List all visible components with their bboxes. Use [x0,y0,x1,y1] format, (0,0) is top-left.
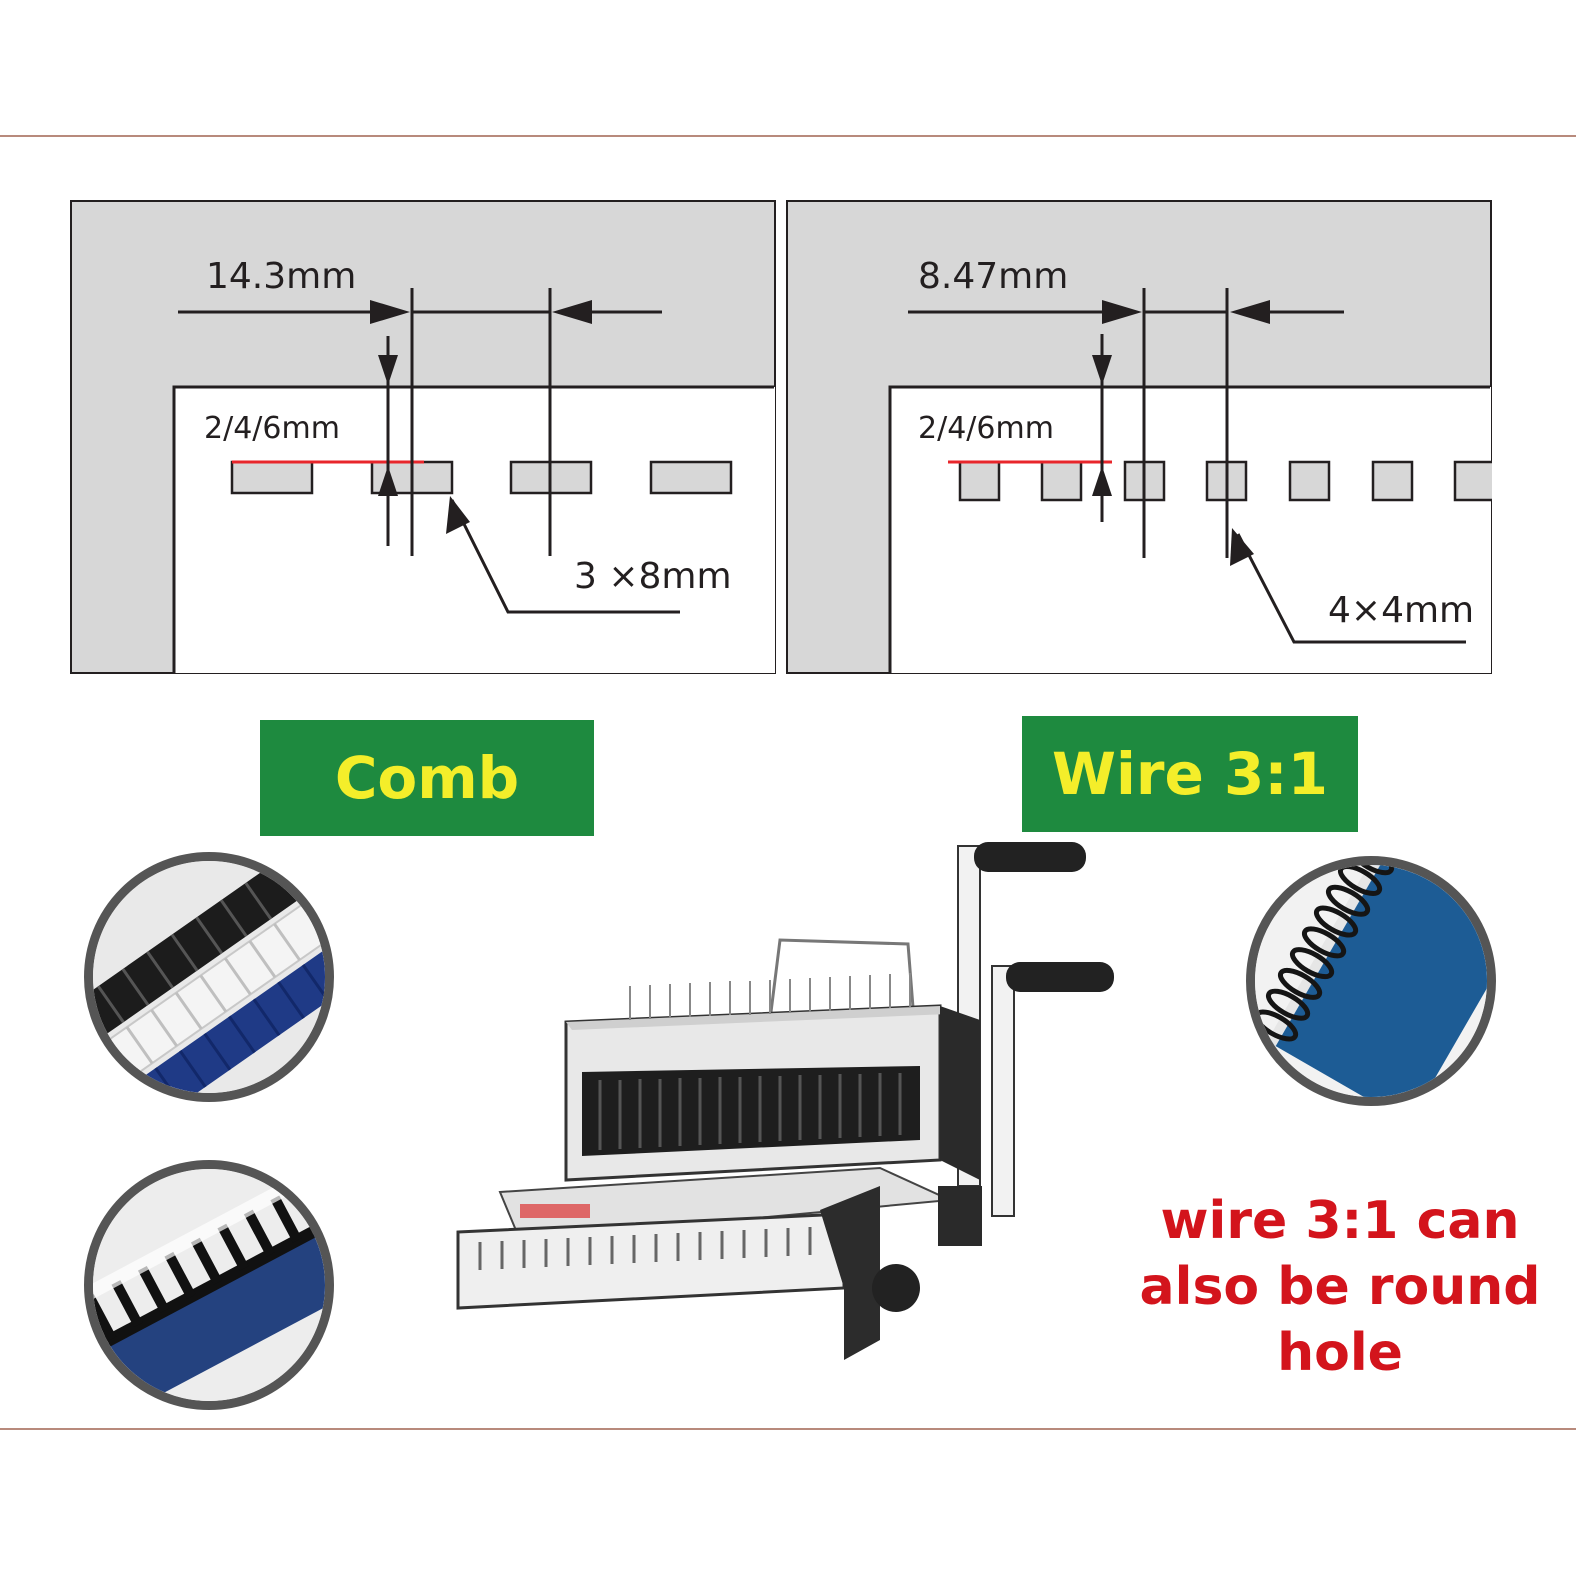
comb-pitch-label: 14.3mm [206,256,356,297]
wire-margin-label: 2/4/6mm [918,411,1054,446]
top-divider [0,135,1576,137]
wire-bound-notebook-photo [1246,856,1496,1106]
comb-hole [649,460,733,495]
comb-margin-label: 2/4/6mm [204,411,340,446]
wire-hole-diagram: 8.47mm 2/4/6mm 4×4mm [786,200,1492,674]
note-line-1: wire 3:1 can [1160,1191,1520,1251]
comb-label: Comb [260,720,594,836]
note-line-3: hole [1277,1323,1403,1383]
comb-hole [230,460,314,495]
note-line-2: also be round [1139,1257,1541,1317]
comb-binding-spines-photo [84,852,334,1102]
round-hole-note: wire 3:1 can also be round hole [1130,1188,1550,1386]
comb-bound-document-photo [84,1160,334,1410]
wire-hole [1288,460,1331,502]
binding-machine-photo [440,840,1130,1374]
wire-hole [1371,460,1414,502]
wire-hole [1040,460,1083,502]
wire-hole [1453,460,1492,502]
wire-hole [958,460,1001,502]
comb-hole-diagram: 14.3mm 2/4/6mm 3 ×8mm [70,200,776,674]
comb-hole-size-label: 3 ×8mm [574,556,732,597]
bottom-divider [0,1428,1576,1430]
wire-hole-size-label: 4×4mm [1328,590,1474,631]
wire-label: Wire 3:1 [1022,716,1358,832]
wire-pitch-label: 8.47mm [918,256,1068,297]
